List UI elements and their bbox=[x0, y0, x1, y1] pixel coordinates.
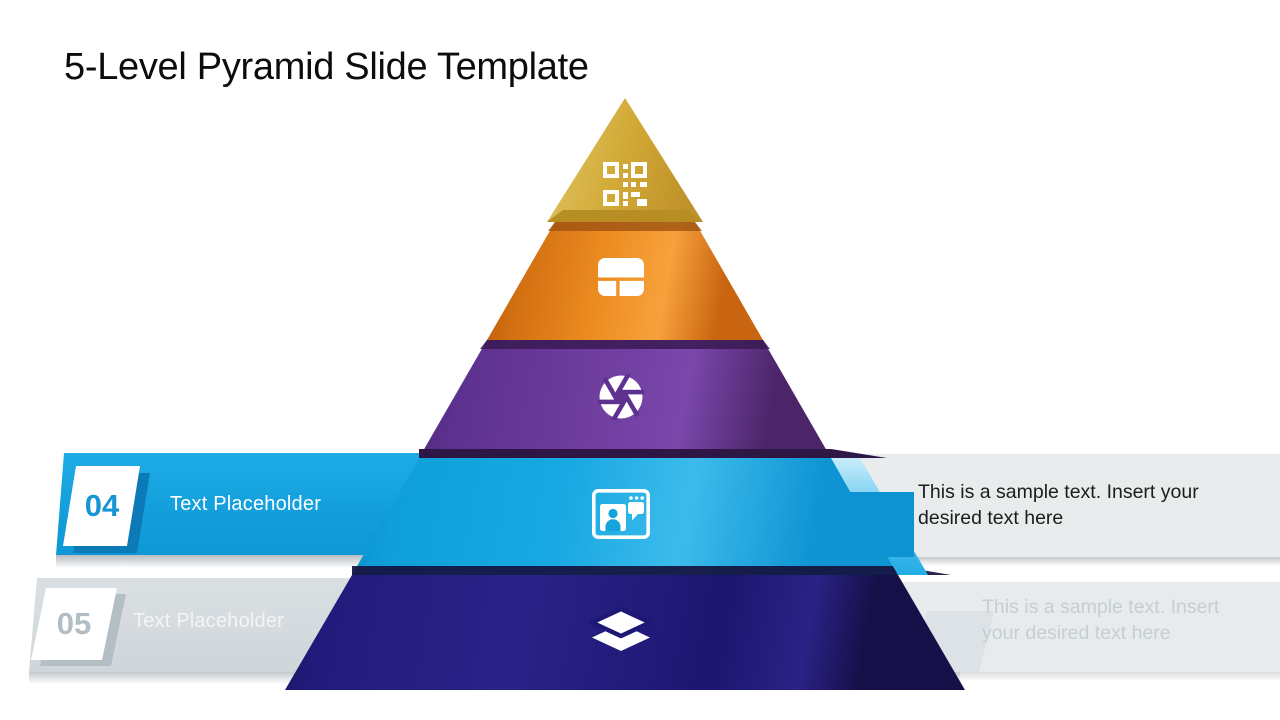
qr-code-icon bbox=[603, 162, 647, 206]
row-4-description-line-1: This is a sample text. Insert your bbox=[918, 481, 1199, 503]
row-5-description-line-1: This is a sample text. Insert bbox=[982, 596, 1220, 618]
layout-table-icon bbox=[598, 258, 644, 296]
row-4-label[interactable]: Text Placeholder bbox=[170, 493, 322, 515]
row-5-description[interactable]: This is a sample text. Insert your desir… bbox=[982, 594, 1280, 646]
row-5-number[interactable]: 05 bbox=[56, 606, 92, 641]
video-chat-icon bbox=[592, 489, 650, 539]
slide-title[interactable]: 5-Level Pyramid Slide Template bbox=[64, 46, 589, 88]
row-5-label[interactable]: Text Placeholder bbox=[133, 610, 285, 632]
aperture-icon bbox=[598, 374, 644, 420]
row-5-description-line-2: your desired text here bbox=[982, 622, 1171, 644]
layers-icon bbox=[589, 607, 653, 651]
row-4-number[interactable]: 04 bbox=[84, 488, 120, 523]
row-4-description[interactable]: This is a sample text. Insert your desir… bbox=[918, 479, 1253, 531]
row-4-description-line-2: desired text here bbox=[918, 507, 1064, 529]
